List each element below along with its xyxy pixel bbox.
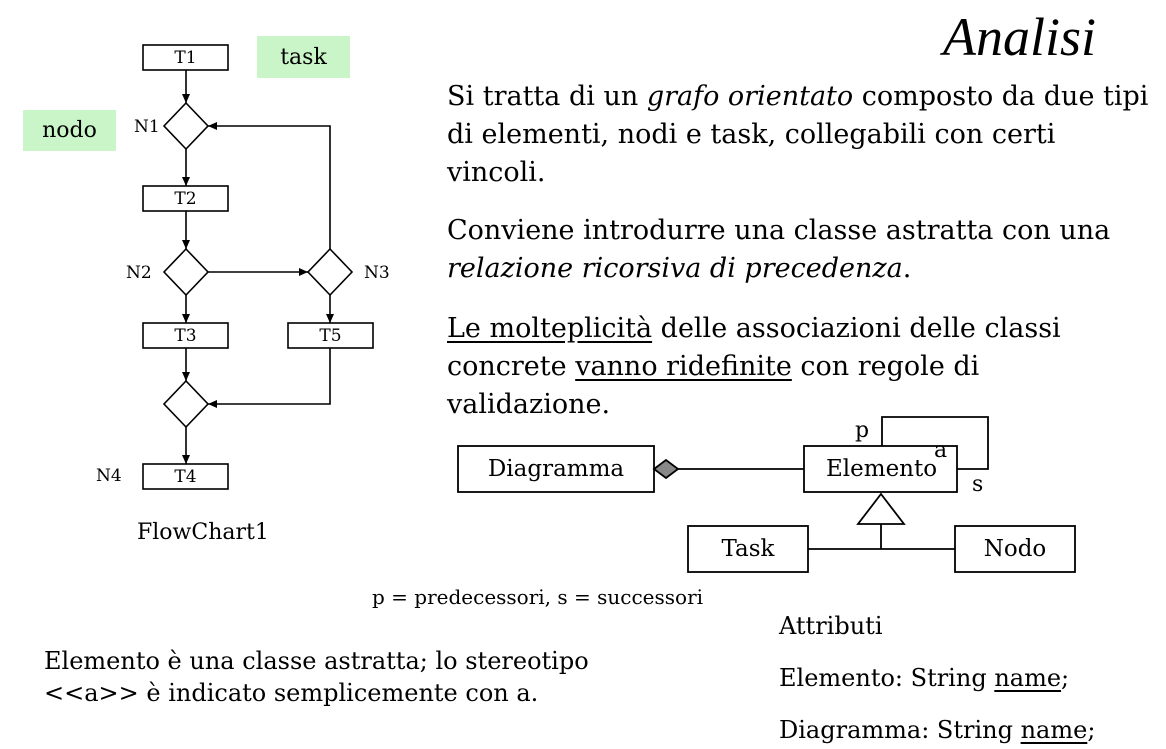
paragraph-classe-astratta: Conviene introdurre una classe astratta … [447, 212, 1147, 288]
attribute-name: name [1020, 716, 1088, 744]
attributes-heading: Attributi [779, 612, 883, 640]
page-title: Analisi [942, 7, 1096, 67]
role-label-p: p [855, 418, 870, 443]
nodo-tag: nodo [23, 110, 116, 151]
node-label-n1: N1 [134, 117, 160, 137]
underlined-text: Le molteplicità [447, 313, 653, 344]
emphasis-text: relazione ricorsiva di precedenza [447, 253, 903, 284]
task-label-t3: T3 [174, 326, 197, 346]
paragraph-text: composto da due tipi di elementi, nodi e… [447, 81, 1149, 188]
class-box-nodo [954, 525, 1076, 573]
attribute-text: Elemento: String [779, 664, 995, 692]
paragraph-grafo: Si tratta di un grafo orientato composto… [447, 78, 1159, 192]
attribute-text: Diagramma: String [779, 716, 1021, 744]
task-box-t4 [142, 463, 229, 490]
composition-diamond [652, 458, 680, 480]
attribute-text: ; [1087, 716, 1096, 744]
task-box-t3 [142, 322, 229, 349]
class-box-elemento [803, 445, 958, 493]
class-label-elemento: Elemento [826, 456, 938, 482]
paragraph-text: Si tratta di un [447, 81, 647, 112]
task-label-t2: T2 [174, 189, 197, 209]
flowchart-caption: FlowChart1 [137, 520, 269, 545]
note-line-2: <<a>> è indicato semplicemente con a. [44, 679, 539, 707]
task-label-t5: T5 [319, 326, 342, 346]
paragraph-text: . [902, 253, 912, 284]
stereotype-label-a: a [934, 438, 948, 463]
recursive-association [881, 416, 989, 470]
attribute-name: name [994, 664, 1062, 692]
node-diamond-n1 [162, 101, 210, 151]
node-label-n4: N4 [96, 466, 122, 486]
node-label-n2: N2 [126, 263, 152, 283]
attribute-diagramma: Diagramma: String name; [779, 712, 1095, 748]
class-box-diagramma [457, 445, 655, 493]
uml-legend: p = predecessori, s = successori [372, 585, 704, 609]
task-label-t4: T4 [174, 467, 197, 487]
emphasis-text: grafo orientato [646, 81, 854, 112]
generalization-triangle [856, 492, 906, 525]
task-tag: task [257, 36, 350, 78]
node-diamond-n2 [162, 247, 210, 297]
underlined-text: vanno ridefinite [575, 351, 792, 382]
node-label-n3: N3 [364, 263, 390, 283]
uml-graph [457, 416, 1076, 573]
paragraph-text: delle associazioni delle classi concrete [447, 313, 1061, 382]
class-label-task: Task [721, 536, 775, 562]
note-line-1: Elemento è una classe astratta; lo stere… [44, 647, 589, 675]
attribute-text: ; [1061, 664, 1070, 692]
node-diamond-n3 [306, 247, 354, 297]
task-label-t1: T1 [174, 48, 197, 68]
role-label-s: s [972, 472, 984, 497]
node-diamond-n4 [162, 379, 210, 429]
flowchart-graph [142, 44, 374, 490]
attribute-elemento: Elemento: String name; [779, 660, 1069, 696]
paragraph-text: Conviene introdurre una classe astratta … [447, 215, 1111, 246]
paragraph-text: con regole di validazione. [447, 351, 980, 420]
class-label-nodo: Nodo [983, 536, 1047, 562]
class-label-diagramma: Diagramma [487, 456, 625, 482]
paragraph-molteplicita: Le molteplicità delle associazioni delle… [447, 310, 1147, 424]
